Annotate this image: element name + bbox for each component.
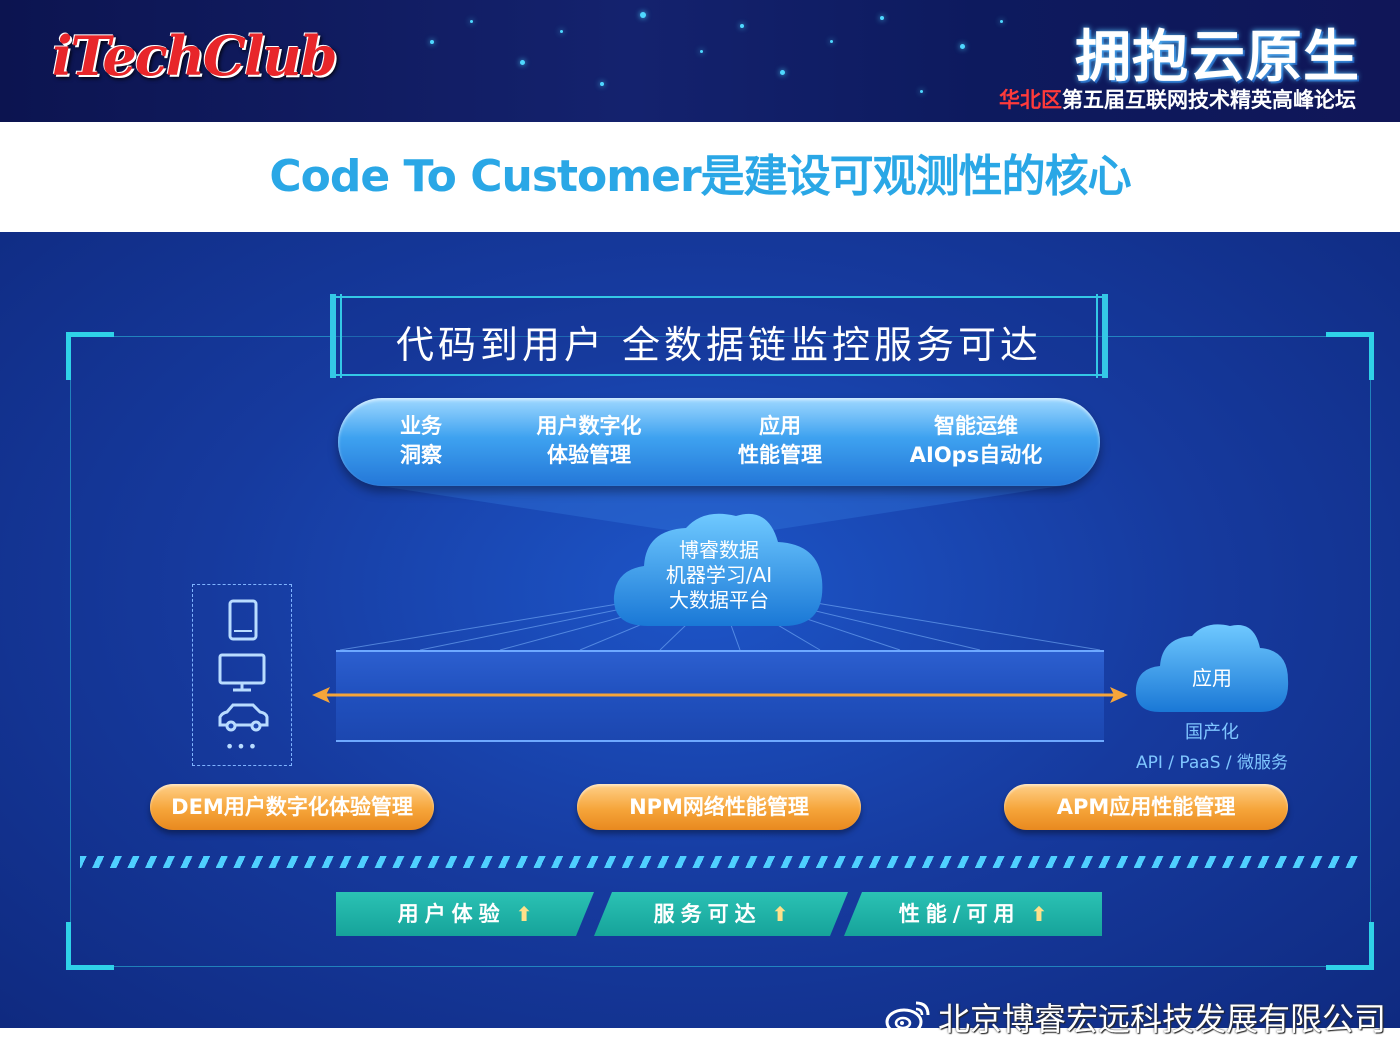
capability-line2: 洞察 [400,443,442,467]
core-cloud-text: 博睿数据 机器学习/AI 大数据平台 [608,538,830,613]
cloud-icon [613,513,823,626]
capability-line2: AIOps自动化 [909,443,1043,467]
headline-bar-left-thin [340,294,342,378]
npm-module-button: NPM网络性能管理 [577,784,861,830]
headline-bar-right [1102,294,1108,378]
bidirectional-arrow-icon [312,687,1128,703]
capability-line2: 性能管理 [738,443,822,467]
core-cloud-line1: 博睿数据 [679,538,759,562]
more-devices-indicator: ••• [224,737,260,756]
frame-line-top [114,336,1326,337]
outcome-user-experience: 用户体验 ⬆ [336,892,594,936]
capability-line1: 业务 [400,414,442,438]
outcome-service-reachability: 服务可达 ⬆ [594,892,848,936]
headline-bar-left [330,294,336,378]
core-cloud-line3: 大数据平台 [669,588,769,612]
frame-line-right [1370,380,1371,922]
car-icon [218,703,269,732]
frame-line-left [70,380,71,922]
outcome-performance-availability: 性能/可用 ⬆ [844,892,1102,936]
apm-module-button: APM应用性能管理 [1004,784,1288,830]
conference-title: 拥抱云原生 [1075,25,1360,90]
capability-line1: 用户数字化 [536,414,642,438]
page-title: Code To Customer是建设可观测性的核心 [269,151,1131,202]
corner-bracket-bottom-right [1326,922,1374,970]
capability-line2: 体验管理 [547,443,631,467]
watermark-text: 北京博睿宏远科技发展有限公司 [937,1000,1386,1038]
tablet-icon [228,599,258,641]
diagram-panel: 代码到用户 全数据链监控服务可达 业务 洞察 用户数字化 体验管理 应用 性能管… [0,232,1400,1028]
headline-bar-right-thin [1096,294,1098,378]
dem-module-button: DEM用户数字化体验管理 [150,784,434,830]
arrow-up-icon: ⬆ [515,902,533,926]
core-platform-cloud: 博睿数据 机器学习/AI 大数据平台 [608,508,830,630]
monitor-icon [218,653,266,692]
corner-bracket-bottom-left [66,922,114,970]
capability-digital-experience: 用户数字化 体验管理 [514,412,664,470]
outcome-label: 性能/可用 [898,902,1021,926]
header-banner: iTechClub 拥抱云原生 华北区第五届互联网技术精英高峰论坛 [0,0,1400,122]
application-sub-label-2: API / PaaS / 微服务 [1135,753,1289,773]
headline-text: 代码到用户 全数据链监控服务可达 [395,323,1043,367]
itechclub-logo: iTechClub [52,24,338,88]
outcome-label: 用户体验 [397,902,506,926]
weibo-icon [885,1001,930,1036]
arrow-up-icon: ⬆ [771,902,789,926]
capability-line1: 智能运维 [934,414,1018,438]
conference-subtitle-text: 第五届互联网技术精英高峰论坛 [1062,88,1356,112]
capability-line1: 应用 [759,414,801,438]
company-watermark: 北京博睿宏远科技发展有限公司 [884,994,1386,1040]
core-cloud-line2: 机器学习/AI [665,563,773,587]
frame-line-bottom [114,966,1326,967]
dashed-divider [80,856,1358,868]
corner-bracket-top-right [1326,332,1374,380]
capability-business-insight: 业务 洞察 [378,412,464,470]
application-cloud: 应用 [1132,620,1292,716]
headline-frame: 代码到用户 全数据链监控服务可达 [330,294,1108,378]
arrow-up-icon: ⬆ [1030,902,1048,926]
cloud-icon [1135,624,1289,712]
application-sub-label: 国产化 [1185,722,1239,743]
capability-capsule: 业务 洞察 用户数字化 体验管理 应用 性能管理 智能运维 AIOps自动化 [338,398,1100,486]
capability-app-performance: 应用 性能管理 [720,412,840,470]
device-panel: ••• [192,584,292,766]
corner-bracket-top-left [66,332,114,380]
conference-region: 华北区 [999,88,1062,112]
outcome-label: 服务可达 [653,902,762,926]
conference-subtitle: 华北区第五届互联网技术精英高峰论坛 [999,84,1356,114]
application-cloud-label: 应用 [1192,666,1232,690]
capability-aiops: 智能运维 AIOps自动化 [898,412,1054,470]
